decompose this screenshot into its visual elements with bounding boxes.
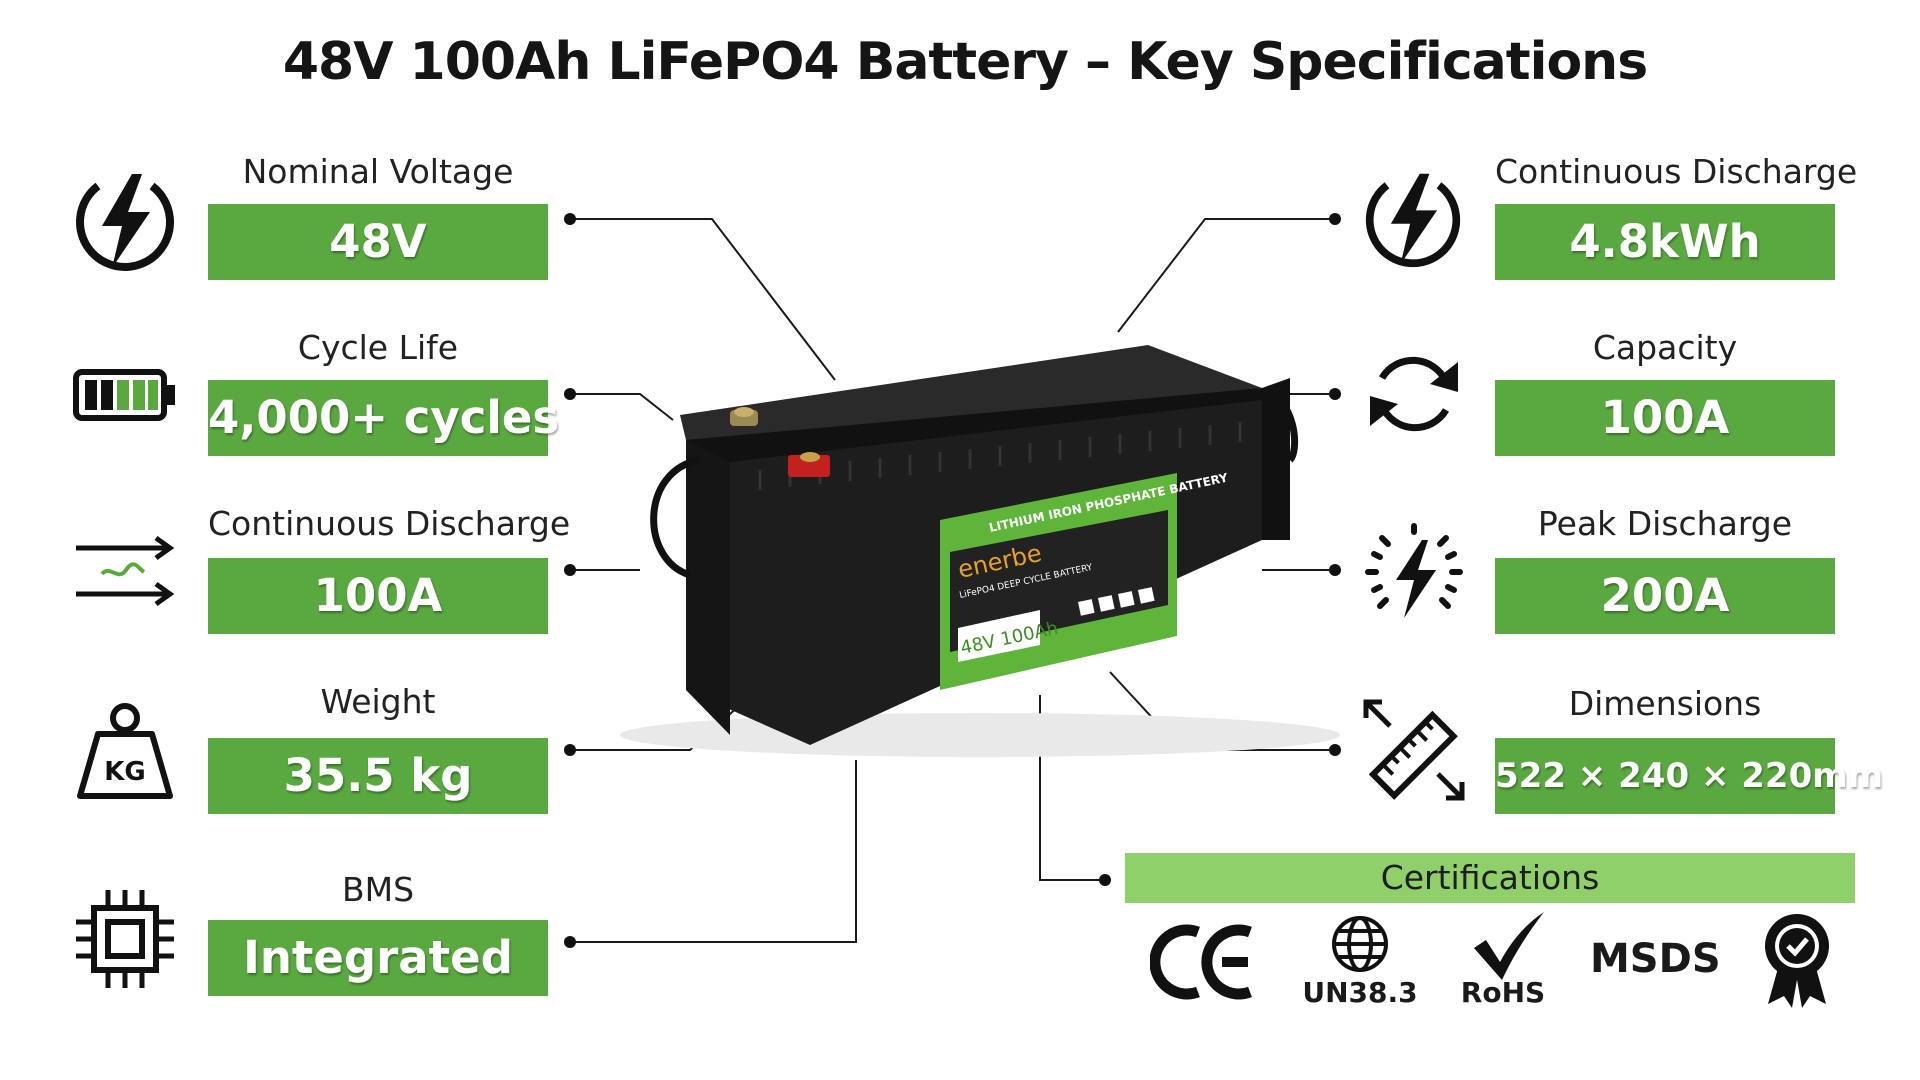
chip-icon: [72, 886, 178, 992]
kg-weight-icon: KG: [76, 702, 174, 802]
connector-dot: [1329, 388, 1341, 400]
connector-dot: [1329, 213, 1341, 225]
connector-dot: [1099, 874, 1111, 886]
battery-full-icon: [72, 368, 178, 424]
spec-value-weight: 35.5 kg: [208, 738, 548, 814]
connector-dot: [1329, 744, 1341, 756]
cert-rohs-label: RoHS: [1460, 976, 1546, 1009]
spec-value-continuous-discharge-right: 4.8kWh: [1495, 204, 1835, 280]
spec-value-dimensions: 522 × 240 × 220mm: [1495, 738, 1883, 814]
connector-line: [570, 218, 836, 381]
spec-value-capacity: 100A: [1495, 380, 1835, 456]
connector-dot: [564, 564, 576, 576]
connector-dot: [1329, 564, 1341, 576]
spec-value-peak-discharge: 200A: [1495, 558, 1835, 634]
connector-line: [570, 760, 857, 943]
connector-line: [570, 393, 674, 421]
refresh-cycle-icon: [1364, 344, 1464, 444]
connector-dot: [564, 213, 576, 225]
cert-un383-label: UN38.3: [1302, 976, 1418, 1009]
ce-mark-icon: [1149, 924, 1258, 1004]
current-flow-arrows-icon: [72, 536, 178, 606]
spec-label-peak-discharge: Peak Discharge: [1537, 504, 1793, 543]
spec-label-continuous-discharge-left: Continuous Discharge: [208, 504, 571, 543]
spec-label-continuous-discharge-right: Continuous Discharge: [1495, 152, 1858, 191]
globe-icon: [1330, 914, 1390, 978]
spec-value-nominal-voltage: 48V: [208, 204, 548, 280]
lightning-burst-icon: [1362, 522, 1466, 626]
page-title: 48V 100Ah LiFePO4 Battery – Key Specific…: [282, 32, 1648, 92]
spec-label-capacity: Capacity: [1592, 328, 1738, 367]
spec-value-bms: Integrated: [208, 920, 548, 996]
spec-value-continuous-discharge-left: 100A: [208, 558, 548, 634]
cert-msds-label: MSDS: [1590, 936, 1721, 982]
lightning-bolt-icon: [1362, 168, 1464, 270]
checkmark-icon: [1470, 910, 1546, 986]
award-badge-icon: [1760, 912, 1834, 1012]
spec-label-nominal-voltage: Nominal Voltage: [242, 152, 514, 191]
lightning-bolt-icon: [72, 168, 178, 274]
spec-label-weight: Weight: [320, 682, 436, 721]
spec-label-dimensions: Dimensions: [1568, 684, 1762, 723]
connector-dot: [564, 388, 576, 400]
connector-line: [1117, 218, 1335, 333]
spec-value-cycle-life: 4,000+ cycles: [208, 380, 559, 456]
certifications-bar: Certifications: [1125, 853, 1855, 903]
svg-text:KG: KG: [104, 757, 146, 787]
ruler-measure-icon: [1360, 696, 1468, 804]
connector-dot: [564, 744, 576, 756]
connector-dot: [564, 936, 576, 948]
spec-label-cycle-life: Cycle Life: [297, 328, 459, 367]
spec-label-bms: BMS: [341, 870, 415, 909]
